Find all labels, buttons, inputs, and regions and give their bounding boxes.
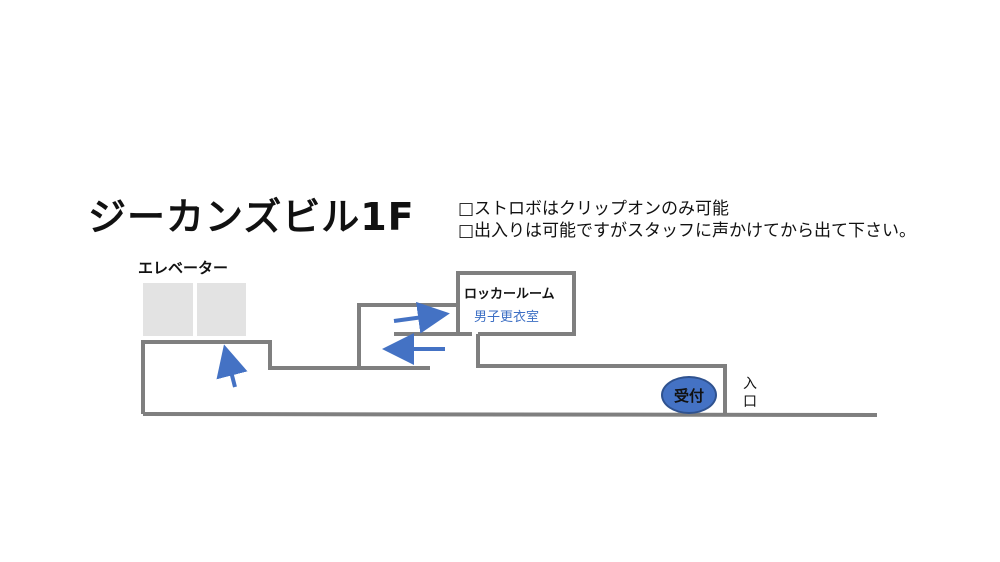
wall-floor (142, 412, 878, 417)
wall-right (476, 334, 727, 414)
elevator-door-left (143, 283, 193, 336)
entrance-label: 入口 (743, 376, 757, 410)
notes: □ストロボはクリップオンのみ可能 □出入りは可能ですがスタッフに声かけてから出て… (458, 198, 916, 242)
locker-room-wall (456, 271, 576, 336)
elevator-label: エレベーター (138, 259, 229, 277)
locker-room-sublabel: 男子更衣室 (474, 310, 540, 325)
wall-main (141, 340, 430, 414)
note-entry-exit: □出入りは可能ですがスタッフに声かけてから出て下さい。 (458, 221, 917, 241)
locker-room-label: ロッカールーム (464, 287, 555, 302)
reception-marker: 受付 (661, 376, 717, 414)
note-strobe: □ストロボはクリップオンのみ可能 (458, 199, 730, 219)
arrow-right-icon (393, 301, 450, 334)
page-title: ジーカンズビル1F (88, 195, 415, 239)
elevator-door-right (197, 283, 246, 336)
arrow-up-icon (216, 344, 248, 388)
